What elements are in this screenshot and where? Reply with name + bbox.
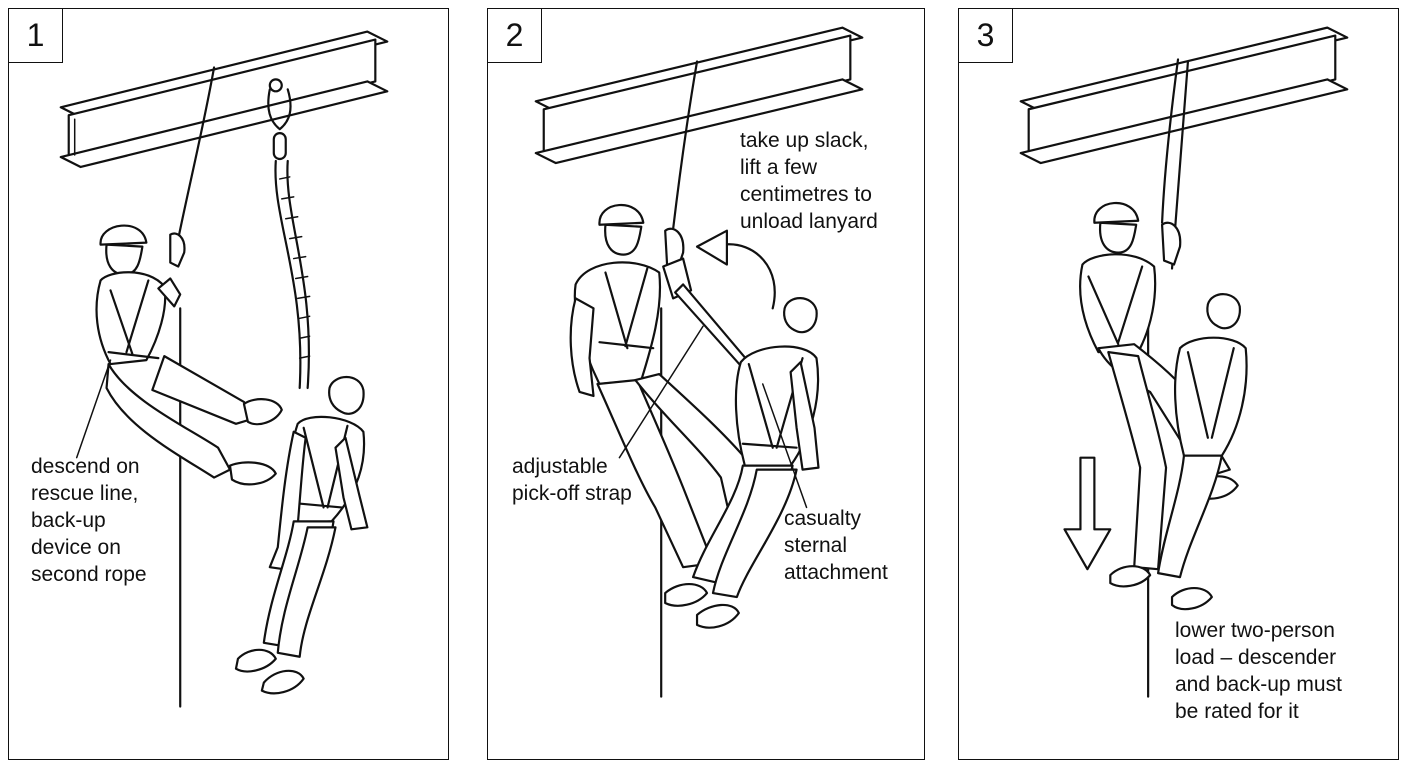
caption-line: and back-up must bbox=[1175, 673, 1342, 696]
rescue-line bbox=[175, 66, 216, 250]
panel-number: 1 bbox=[9, 9, 63, 63]
casualty-figure bbox=[234, 375, 369, 695]
caption-line: take up slack, bbox=[740, 129, 869, 152]
panel-number: 3 bbox=[959, 9, 1013, 63]
caption-line: lift a few bbox=[740, 156, 818, 179]
caption-line: centimetres to bbox=[740, 183, 872, 206]
caption-line: sternal bbox=[784, 534, 848, 557]
caption-line: lower two-person bbox=[1175, 619, 1335, 642]
caption-line: second rope bbox=[31, 563, 147, 586]
caption-line: load – descender bbox=[1175, 646, 1337, 669]
caption-line: casualty bbox=[784, 507, 862, 530]
panel-1-caption: descend on rescue line, back-up device o… bbox=[31, 453, 147, 588]
rescuer-figure bbox=[95, 224, 283, 486]
panel-2-illustration bbox=[534, 26, 864, 698]
helmet-icon bbox=[598, 203, 645, 226]
helmet-icon bbox=[1093, 201, 1140, 224]
caption-line: adjustable bbox=[512, 455, 608, 478]
strap-leader bbox=[618, 325, 704, 459]
panel-2-caption-left: adjustable pick-off strap bbox=[512, 453, 632, 507]
helmet-icon bbox=[99, 224, 148, 246]
caption-line: pick-off strap bbox=[512, 482, 632, 505]
panel-3-illustration bbox=[1019, 26, 1349, 698]
i-beam-icon bbox=[534, 26, 864, 165]
panel-2: 2 take up slack, lift a few centimetres … bbox=[487, 8, 925, 760]
caption-line: attachment bbox=[784, 561, 888, 584]
panel-1: 1 descend on rescue line, back-up device… bbox=[8, 8, 449, 760]
panel-1-illustration bbox=[59, 30, 389, 708]
panel-number: 2 bbox=[488, 9, 542, 63]
panel-2-caption-top: take up slack, lift a few centimetres to… bbox=[740, 127, 878, 235]
i-beam-icon bbox=[59, 30, 389, 169]
curved-arrow-icon bbox=[695, 229, 776, 310]
rescue-line bbox=[1160, 58, 1180, 224]
down-arrow-icon bbox=[1063, 456, 1112, 571]
caption-line: back-up bbox=[31, 509, 106, 532]
rescue-line bbox=[672, 60, 699, 230]
pick-off-strap bbox=[674, 283, 750, 370]
caption-line: rescue line, bbox=[31, 482, 139, 505]
caption-line: unload lanyard bbox=[740, 210, 878, 233]
sternal-leader bbox=[761, 383, 808, 509]
caption-line: be rated for it bbox=[1175, 700, 1299, 723]
caption-line: descend on bbox=[31, 455, 140, 478]
i-beam-icon bbox=[1019, 26, 1349, 165]
panel-3: 3 lower two-person load – descender and … bbox=[958, 8, 1399, 760]
casualty-figure bbox=[1156, 293, 1248, 611]
panel-2-caption-right: casualty sternal attachment bbox=[784, 505, 888, 586]
caption-line: device on bbox=[31, 536, 121, 559]
lanyard-icon bbox=[267, 78, 311, 390]
casualty-figure bbox=[691, 297, 820, 599]
panel-3-caption: lower two-person load – descender and ba… bbox=[1175, 617, 1342, 725]
carabiner-icon bbox=[1160, 221, 1182, 266]
carabiner-icon bbox=[169, 232, 186, 268]
